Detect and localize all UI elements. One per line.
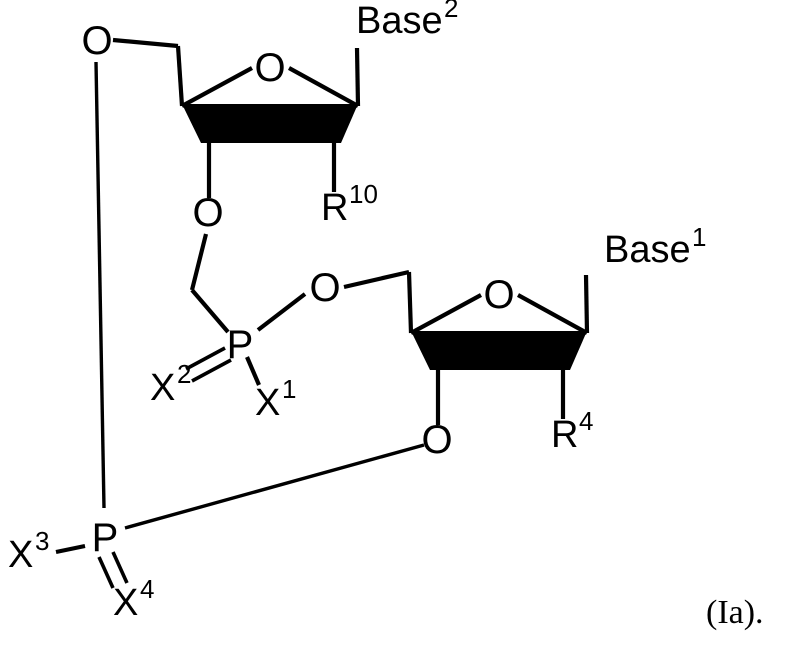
o-ring-right-text: O [483,273,514,317]
double-bond-p-upper-x2 [185,346,232,383]
bond-ch2-to-c4prime-right [406,271,414,334]
x2-superscript: 2 [177,359,191,389]
base1-superscript: 1 [692,222,706,252]
x4-superscript: 4 [140,574,154,604]
p-lower-text: P [92,516,119,560]
o-ring-left-text: O [254,46,285,90]
label-o-3prime-left: O [192,191,223,235]
label-o-ring-right: O [483,273,514,317]
label-x2: X 2 [150,359,191,409]
double-bond-p-lower-x4 [97,551,129,589]
bond-c1prime-to-base1 [583,274,590,334]
label-o-ring-left: O [254,46,285,90]
bond-o5prime-to-ch2-left [112,37,179,49]
x1-text: X [255,382,280,424]
bond-p-lower-x3 [55,543,86,555]
bond-ch2-to-c4prime-left [175,45,185,107]
label-r10: R 10 [321,179,378,229]
ring-front-wedge-left [182,104,358,143]
o-3prime-right-text: O [421,418,452,462]
bond-c4prime-to-ringo-right [409,293,483,335]
formula-tag-text: (Ia). [706,594,764,631]
bond-c4prime-to-ringo-left [180,66,254,108]
r10-superscript: 10 [349,179,378,209]
bond-p-upper-to-o-linker [256,292,307,332]
label-x1: X 1 [255,374,296,424]
bond-o-linker-to-ch2-right [343,269,410,290]
label-o-top-left: O [81,19,112,63]
o-3prime-left-text: O [192,191,223,235]
label-p-upper: P [227,323,254,367]
bond-c1prime-to-base2 [354,47,361,107]
x2-text: X [150,367,175,409]
o-top-left-text: O [81,19,112,63]
label-x3: X 3 [8,526,49,576]
label-o-linker-right: O [309,266,340,310]
r4-text: R [551,414,578,456]
bond-o-top-to-p-lower [94,61,106,509]
x3-text: X [8,534,33,576]
label-base2: Base 2 [356,0,458,42]
x1-superscript: 1 [282,374,296,404]
bond-ringo-to-c1prime-right [516,293,589,335]
r4-superscript: 4 [579,406,593,436]
ring-front-wedge-right [411,331,587,370]
bond-p-lower-to-o3prime-right [124,443,425,530]
o-linker-right-text: O [309,266,340,310]
base2-text: Base [356,0,443,42]
label-x4: X 4 [113,574,154,624]
formula-tag: (Ia). [706,594,764,631]
label-base1: Base 1 [604,222,706,271]
bond-ringo-to-c1prime-left [287,66,360,108]
base2-superscript: 2 [444,0,458,23]
x4-text: X [113,582,138,624]
x3-superscript: 3 [35,526,49,556]
label-o-3prime-right: O [421,418,452,462]
bond-o3prime-to-ch2-linker [189,233,209,291]
label-r4: R 4 [551,406,593,456]
bond-ch2-to-p-upper [190,288,230,334]
bond-p-upper-x1 [245,356,261,386]
base1-text: Base [604,229,691,271]
label-p-lower: P [92,516,119,560]
p-upper-text: P [227,323,254,367]
r10-text: R [321,187,348,229]
